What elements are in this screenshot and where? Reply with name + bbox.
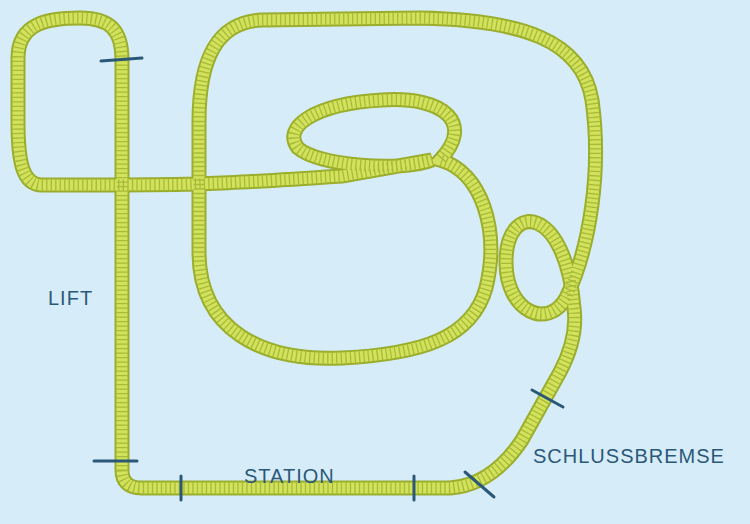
section-marker xyxy=(101,58,142,61)
section-marker xyxy=(413,476,416,500)
section-marker xyxy=(532,390,563,407)
section-markers xyxy=(94,58,563,500)
track-edge xyxy=(18,18,596,488)
section-marker xyxy=(94,460,137,463)
section-label: SCHLUSSBREMSE xyxy=(533,446,725,466)
section-marker xyxy=(465,472,494,497)
section-marker xyxy=(180,476,183,500)
track-ties xyxy=(18,18,596,488)
section-label: STATION xyxy=(244,466,335,486)
section-label: LIFT xyxy=(48,288,93,308)
track-fill xyxy=(18,18,596,488)
